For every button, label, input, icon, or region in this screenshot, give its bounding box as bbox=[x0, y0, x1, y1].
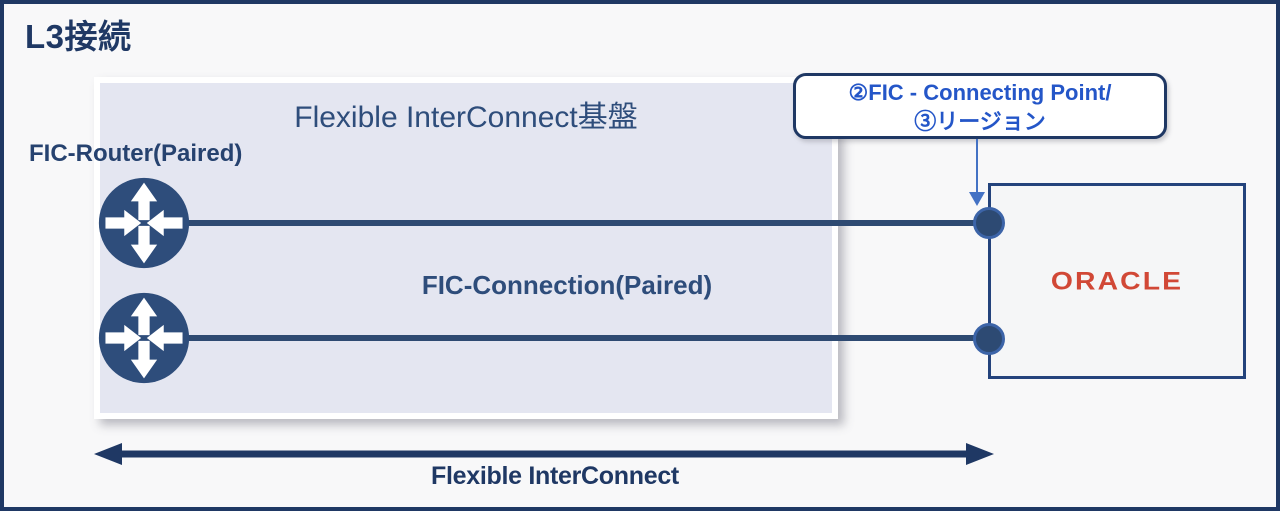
fic-connection-line-1 bbox=[144, 220, 990, 226]
fic-connection-line-2 bbox=[144, 335, 990, 341]
connecting-point-callout: ②FIC - Connecting Point/ ③リージョン bbox=[793, 73, 1167, 139]
fic-platform-box bbox=[94, 77, 838, 419]
fic-router-label: FIC-Router(Paired) bbox=[29, 140, 243, 167]
router-icon bbox=[98, 292, 190, 384]
double-headed-arrow-icon bbox=[94, 443, 994, 465]
page-title: L3接続 bbox=[25, 18, 132, 55]
callout-pointer-line bbox=[976, 139, 978, 192]
down-arrow-icon bbox=[969, 192, 985, 206]
fic-platform-title: Flexible InterConnect基盤 bbox=[294, 101, 638, 134]
fic-platform-fill bbox=[100, 83, 832, 413]
oracle-cloud-box: ORACLE bbox=[988, 183, 1246, 379]
router-icon bbox=[98, 177, 190, 269]
callout-text-line1: ②FIC - Connecting Point/ bbox=[848, 80, 1112, 105]
fic-connection-label: FIC-Connection(Paired) bbox=[421, 270, 713, 300]
flexible-interconnect-label: Flexible InterConnect bbox=[431, 462, 679, 490]
callout-text-line2: ③リージョン bbox=[914, 109, 1046, 134]
oracle-logo: ORACLE bbox=[1050, 266, 1184, 295]
connection-point-dot-1 bbox=[973, 207, 1005, 239]
connection-point-dot-2 bbox=[973, 323, 1005, 355]
